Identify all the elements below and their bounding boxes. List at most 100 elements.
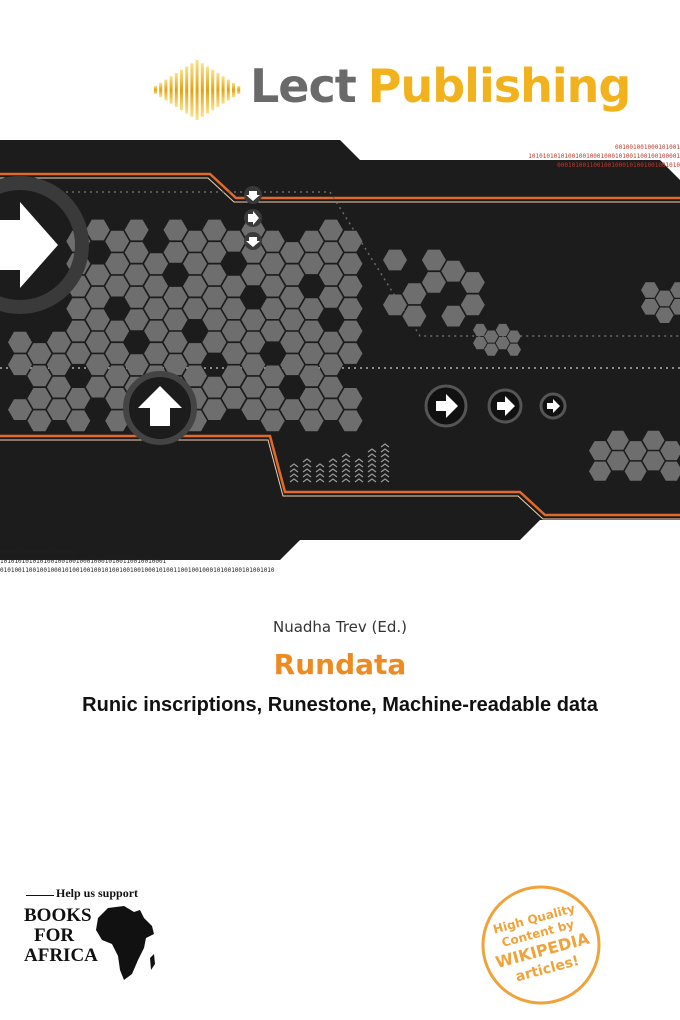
hexagon-shape bbox=[144, 275, 169, 297]
hexagon-shape bbox=[183, 298, 207, 319]
hexagon-shape bbox=[338, 298, 363, 319]
binary-top: 001001001000101001 101010101010010010001… bbox=[528, 144, 680, 169]
hexagon-shape bbox=[85, 219, 110, 241]
hexagon-shape bbox=[589, 461, 611, 481]
dotted-circuit-branch bbox=[60, 191, 680, 337]
hexagon-shape bbox=[260, 275, 285, 297]
hexagon-shape bbox=[660, 461, 680, 481]
chevron-mark bbox=[380, 478, 390, 483]
hexagon-shape bbox=[221, 343, 246, 364]
hexagon-shape bbox=[221, 320, 246, 342]
hexagon-shape bbox=[338, 230, 363, 252]
small-arrow-column bbox=[244, 186, 262, 250]
hexagon-shape bbox=[260, 365, 285, 387]
hexagon-shape bbox=[319, 219, 343, 241]
hexagon-shape bbox=[85, 376, 110, 398]
hexagon-shape bbox=[338, 388, 363, 409]
hexagon-shape bbox=[441, 305, 466, 327]
chevron-mark bbox=[341, 478, 351, 483]
hexagon-shape bbox=[460, 272, 485, 293]
chevron-mark bbox=[380, 448, 390, 453]
hexagon-shape bbox=[163, 331, 188, 353]
hexagon-shape bbox=[280, 286, 305, 308]
hexagon-shape bbox=[85, 286, 110, 308]
hexagon-shape bbox=[241, 376, 266, 398]
hexagon-shape bbox=[202, 264, 227, 286]
hexagon-shape bbox=[260, 253, 285, 275]
wave-bar bbox=[200, 63, 204, 117]
hexagon-shape bbox=[124, 264, 149, 286]
hexagon-shape bbox=[85, 264, 110, 286]
hexagon-shape bbox=[105, 388, 130, 409]
hexagon-shape bbox=[606, 451, 629, 471]
chevron-mark bbox=[341, 458, 351, 463]
wave-bar bbox=[195, 60, 199, 120]
binary-top-row: 1010101010100100100010001010011001001000… bbox=[528, 153, 680, 160]
hexagon-shape bbox=[260, 298, 285, 319]
wave-bar bbox=[164, 79, 168, 101]
hexagon-shape bbox=[105, 253, 130, 275]
hexagon-shape bbox=[144, 320, 169, 342]
book-subtitle: Runic inscriptions, Runestone, Machine-r… bbox=[82, 694, 598, 716]
hexagon-shape bbox=[319, 331, 343, 353]
hexagon-shape bbox=[473, 323, 487, 337]
right-arrow-icon bbox=[436, 394, 458, 418]
hexagon-shape bbox=[105, 365, 130, 387]
chevron-mark bbox=[328, 478, 338, 483]
wave-bar bbox=[232, 82, 235, 98]
wave-bar bbox=[211, 69, 215, 111]
chevron-mark bbox=[367, 448, 377, 453]
hexagon-shape bbox=[299, 253, 324, 275]
chevron-mark bbox=[289, 473, 299, 478]
hexagon-shape bbox=[670, 299, 680, 315]
hexagon-shape bbox=[163, 309, 188, 331]
hexagon-shape bbox=[589, 441, 611, 461]
hexagon-shape bbox=[670, 282, 680, 298]
publisher-name-part2: Publishing bbox=[367, 59, 631, 113]
right-arrow-icon bbox=[547, 399, 560, 413]
hexagon-shape bbox=[507, 330, 521, 343]
chevron-mark bbox=[315, 478, 325, 483]
chevron-mark bbox=[367, 458, 377, 463]
hexagon-shape bbox=[260, 230, 285, 252]
hexagon-shape bbox=[46, 376, 71, 398]
hexagon-shape bbox=[484, 343, 499, 356]
divider-line bbox=[26, 895, 54, 896]
chevron-mark bbox=[302, 463, 312, 468]
chevron-mark bbox=[341, 453, 351, 458]
hexagon-shape bbox=[66, 343, 91, 364]
hexagon-shape bbox=[260, 388, 285, 409]
hexagon-shape bbox=[163, 242, 188, 263]
up-arrow-icon bbox=[138, 386, 182, 426]
binary-bottom-row: 001001001001000101001 bbox=[0, 549, 76, 556]
bfa-word-for: FOR bbox=[34, 925, 75, 946]
hexagon-shape bbox=[495, 323, 510, 337]
wave-bar bbox=[180, 69, 183, 111]
hexagon-shape bbox=[46, 331, 71, 353]
wave-bar bbox=[226, 79, 230, 101]
hexagon-shape bbox=[66, 298, 91, 319]
hexagon-shape bbox=[299, 230, 324, 252]
bfa-word-books: BOOKS bbox=[24, 905, 92, 926]
wave-bar bbox=[159, 82, 163, 98]
chevron-mark bbox=[315, 468, 325, 473]
hexagon-shape bbox=[46, 399, 71, 420]
hexagon-shape bbox=[280, 331, 305, 353]
binary-bottom-row: 1010101010101001001001000100010100110010… bbox=[0, 558, 167, 565]
chevron-mark bbox=[354, 458, 364, 463]
hexagon-shape bbox=[8, 399, 32, 420]
hexagon-shape bbox=[280, 264, 305, 286]
wave-bar bbox=[169, 76, 173, 104]
lower-trace-line-light bbox=[0, 439, 680, 520]
hexagon-shape bbox=[85, 309, 110, 331]
hexagon-shape bbox=[202, 219, 227, 241]
hexagon-shape bbox=[260, 410, 285, 432]
chevron-mark bbox=[289, 478, 299, 483]
hexagon-shape bbox=[202, 286, 227, 308]
chevron-mark bbox=[367, 468, 377, 473]
chevron-mark bbox=[367, 473, 377, 478]
chevron-mark bbox=[341, 463, 351, 468]
hexagon-shape bbox=[299, 320, 324, 342]
chevron-mark bbox=[302, 478, 312, 483]
